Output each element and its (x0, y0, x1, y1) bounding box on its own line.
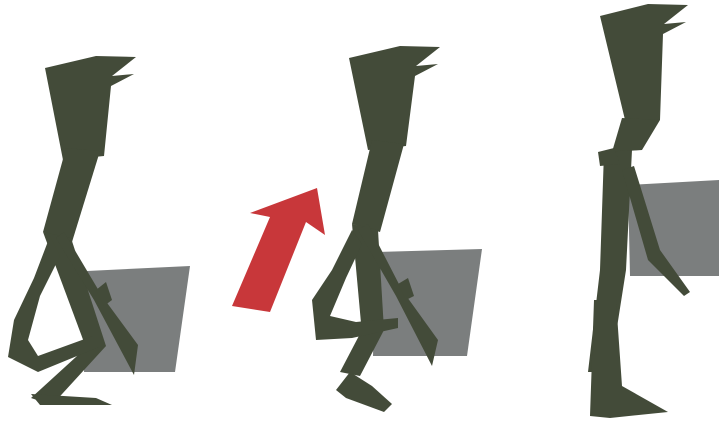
head (349, 46, 440, 150)
leg (590, 300, 668, 418)
torso (612, 118, 660, 152)
stage-standing (588, 4, 719, 418)
stage-crouch (8, 56, 190, 405)
torso (43, 148, 100, 242)
head (600, 4, 688, 124)
figure-rising (312, 46, 440, 412)
foot (336, 372, 392, 412)
up-right-arrow-icon (232, 188, 325, 312)
foot (31, 394, 112, 405)
box-crouch (84, 266, 190, 372)
stage-rising (312, 46, 482, 412)
torso (352, 140, 404, 232)
head (45, 56, 136, 160)
